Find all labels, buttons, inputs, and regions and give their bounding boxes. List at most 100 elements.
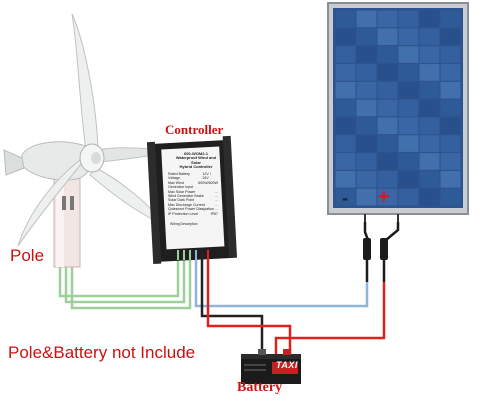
solar-cell xyxy=(335,28,356,45)
solar-cell xyxy=(398,171,419,188)
controller-wiring-caption: Wiring Description xyxy=(170,222,198,226)
solar-panel xyxy=(327,2,469,222)
battery-brand-logo: TAXI xyxy=(276,360,298,370)
positive-terminal-sign: + xyxy=(378,186,390,208)
controller-spec-row: Max Solar Power... xyxy=(168,190,218,194)
solar-cell xyxy=(335,153,356,170)
solar-cell xyxy=(377,117,398,135)
wind-turbine xyxy=(3,13,171,268)
controller-spec-key: IP Protection Level xyxy=(168,211,199,216)
solar-cell xyxy=(377,64,398,81)
controller-terminal-wires xyxy=(177,250,209,260)
controller-spec-value: ... xyxy=(215,207,218,212)
solar-cell xyxy=(335,135,356,152)
solar-cell xyxy=(440,10,461,28)
controller-spec-value: 600W/600W xyxy=(198,180,218,185)
solar-cell xyxy=(419,10,440,28)
solar-cell xyxy=(440,188,461,206)
solar-cell xyxy=(335,99,356,117)
solar-cell xyxy=(398,81,419,99)
solar-cell xyxy=(440,64,461,81)
controller-spec-row: Max Discharge Current... xyxy=(168,203,218,207)
controller-spec-key: Rated Battery Voltage xyxy=(168,172,190,181)
battery xyxy=(241,349,301,384)
solar-cell xyxy=(419,64,440,81)
solar-cell xyxy=(398,135,419,152)
solar-cell xyxy=(398,99,419,117)
solar-cell xyxy=(398,46,419,63)
solar-cell xyxy=(356,135,377,152)
solar-cell xyxy=(398,188,419,206)
solar-cell xyxy=(335,10,356,28)
wires xyxy=(58,240,386,354)
solar-cell xyxy=(377,46,398,63)
solar-cell xyxy=(377,153,398,170)
controller-spec-key: Quiescent Power Dissipation xyxy=(168,207,214,212)
controller-spec-row: Wind Generator Brake... xyxy=(168,194,218,198)
controller-spec-value: ... xyxy=(215,202,218,207)
solar-cell xyxy=(419,117,440,135)
solar-cell xyxy=(419,135,440,152)
solar-cell xyxy=(377,10,398,28)
solar-cell xyxy=(356,153,377,170)
controller-spec-row: Quiescent Power Dissipation... xyxy=(168,207,218,211)
solar-cell xyxy=(356,81,377,99)
controller-type-line2: Hybrid Controller xyxy=(179,164,213,170)
not-included-note: Pole&Battery not Include xyxy=(8,343,196,362)
solar-cell xyxy=(419,171,440,188)
solar-cell xyxy=(356,28,377,45)
mc4-connector-negative xyxy=(363,238,371,260)
controller-spec-key: Solar Dark Point xyxy=(168,198,195,203)
solar-cells-grid xyxy=(335,10,461,206)
solar-cell xyxy=(440,117,461,135)
solar-cell xyxy=(419,46,440,63)
controller-spec-key: Max Discharge Current xyxy=(168,202,205,207)
solar-cell xyxy=(440,135,461,152)
solar-cell xyxy=(335,171,356,188)
controller-panel-header: 600-WOM2-1 Waterproof Wind and Solar Hyb… xyxy=(174,151,218,170)
solar-cell xyxy=(377,188,398,206)
solar-cell xyxy=(440,99,461,117)
controller-spec-row: Solar Dark Point... xyxy=(168,198,218,202)
controller-box xyxy=(146,135,238,265)
controller-spec-row: IP Protection Level IP67 xyxy=(168,212,218,216)
controller-label: Controller xyxy=(165,122,224,137)
solar-cell xyxy=(440,153,461,170)
controller-spec-value: IP67 xyxy=(210,211,218,216)
pole-label: Pole xyxy=(10,246,45,265)
solar-cell xyxy=(419,188,440,206)
solar-cell xyxy=(440,171,461,188)
mc4-connector-positive xyxy=(380,238,388,260)
controller-model: 600-WOM2-1 xyxy=(183,151,208,156)
controller-spec-value: ... xyxy=(215,189,218,194)
solar-cell xyxy=(356,99,377,117)
solar-cell xyxy=(419,81,440,99)
solar-cell xyxy=(419,99,440,117)
solar-cell xyxy=(356,46,377,63)
solar-cell xyxy=(398,117,419,135)
controller-spec-key: Max Solar Power xyxy=(168,189,196,194)
controller-spec-value: ... xyxy=(215,198,218,203)
solar-cell xyxy=(377,135,398,152)
panel-cables xyxy=(363,222,400,282)
battery-label: Battery xyxy=(237,380,283,395)
controller-type-line1: Waterproof Wind and Solar xyxy=(175,155,217,165)
solar-cell xyxy=(398,10,419,28)
solar-cell xyxy=(398,64,419,81)
solar-cell xyxy=(419,153,440,170)
solar-cell xyxy=(377,99,398,117)
solar-cell xyxy=(335,64,356,81)
controller-spec-value: 12V / 24V xyxy=(202,172,211,181)
solar-cell xyxy=(335,81,356,99)
solar-cell xyxy=(356,117,377,135)
solar-cell xyxy=(398,153,419,170)
controller-spec-key: Wind Generator Brake xyxy=(168,194,204,199)
solar-cell xyxy=(440,46,461,63)
solar-cell xyxy=(440,81,461,99)
solar-cell xyxy=(377,171,398,188)
solar-cell xyxy=(377,28,398,45)
solar-cell xyxy=(398,28,419,45)
